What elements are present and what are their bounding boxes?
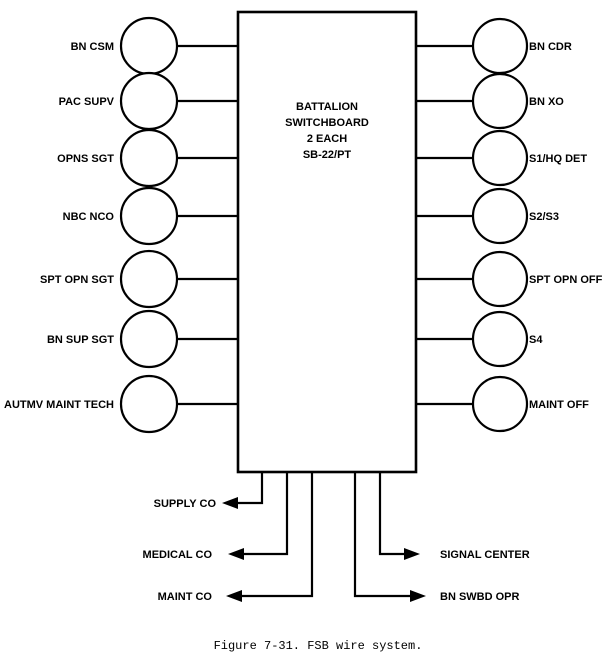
figure-caption: Figure 7-31. FSB wire system. — [214, 639, 423, 653]
right-node-s2-s3: S2/S3 — [416, 187, 559, 245]
left-node-label: AUTMV MAINT TECH — [4, 399, 114, 411]
right-node-s1-hq-det: S1/HQ DET — [416, 129, 587, 187]
left-node-bn-csm: BN CSM — [71, 16, 238, 76]
arrowhead-icon — [404, 548, 420, 560]
bottom-right-label: SIGNAL CENTER — [440, 549, 530, 561]
left-node-opns-sgt: OPNS SGT — [57, 128, 238, 188]
bottom-left-label: MEDICAL CO — [143, 549, 213, 561]
arrowhead-icon — [222, 497, 238, 509]
bottom-line-medical-co: MEDICAL CO — [143, 472, 289, 561]
left-node-label: BN CSM — [71, 41, 114, 53]
switchboard-line-3: 2 EACH — [307, 133, 347, 145]
left-node-label: SPT OPN SGT — [40, 274, 114, 286]
bottom-left-label: MAINT CO — [158, 591, 213, 603]
right-node-label: BN XO — [529, 96, 564, 108]
left-node-label: PAC SUPV — [59, 96, 115, 108]
bottom-right-label: BN SWBD OPR — [440, 591, 520, 603]
right-node-label: BN CDR — [529, 41, 572, 53]
right-node-bn-cdr: BN CDR — [416, 17, 572, 75]
bottom-left-label: SUPPLY CO — [154, 498, 217, 510]
switchboard-line-1: BATTALION — [296, 101, 358, 113]
arrowhead-icon — [228, 548, 244, 560]
bottom-line-maint-co: MAINT CO — [158, 472, 314, 603]
left-node-label: NBC NCO — [63, 211, 115, 223]
left-node-pac-supv: PAC SUPV — [59, 71, 238, 131]
right-node-label: S1/HQ DET — [529, 153, 587, 165]
battalion-switchboard-box — [236, 10, 418, 474]
right-node-spt-opn-off: SPT OPN OFF — [416, 250, 603, 308]
bottom-line-bn-swbd-opr: BN SWBD OPR — [353, 472, 520, 603]
arrowhead-icon — [410, 590, 426, 602]
left-node-nbc-nco: NBC NCO — [63, 186, 238, 246]
left-node-label: BN SUP SGT — [47, 334, 114, 346]
left-node-label: OPNS SGT — [57, 153, 114, 165]
switchboard-line-4: SB-22/PT — [303, 149, 352, 161]
right-node-s4: S4 — [416, 310, 543, 368]
left-node-autmv-maint-tech: AUTMV MAINT TECH — [4, 374, 238, 434]
arrowhead-icon — [226, 590, 242, 602]
bottom-line-signal-center: SIGNAL CENTER — [378, 472, 530, 561]
bottom-line-supply-co: SUPPLY CO — [154, 472, 264, 510]
right-node-label: MAINT OFF — [529, 399, 589, 411]
right-node-label: SPT OPN OFF — [529, 274, 603, 286]
left-node-bn-sup-sgt: BN SUP SGT — [47, 309, 238, 369]
switchboard-line-2: SWITCHBOARD — [285, 117, 369, 129]
right-node-label: S2/S3 — [529, 211, 559, 223]
right-node-bn-xo: BN XO — [416, 72, 564, 130]
left-node-spt-opn-sgt: SPT OPN SGT — [40, 249, 238, 309]
right-node-label: S4 — [529, 334, 543, 346]
right-node-maint-off: MAINT OFF — [416, 375, 589, 433]
